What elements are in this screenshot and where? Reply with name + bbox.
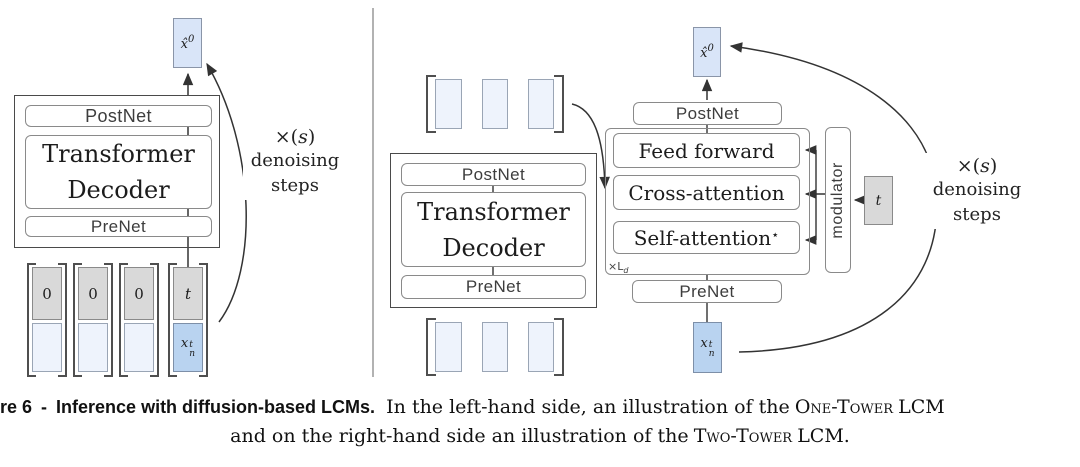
feed-forward-label: Feed forward (638, 138, 775, 163)
encoder-postnet-label: PostNet (461, 164, 526, 184)
bracket-left-icon (426, 318, 436, 376)
right-xhat0-box: x̂0 (693, 27, 721, 77)
token-zero-box: 0 (124, 267, 154, 320)
denoiser-prenet-label: PreNet (679, 281, 735, 301)
cross-attention-label: Cross-attention (628, 180, 785, 205)
encoder-transformer-decoder-label: Transformer Decoder (417, 197, 570, 262)
denoiser-prenet-box: PreNet (632, 280, 782, 303)
bracket-left-icon (73, 263, 82, 377)
denoiser-layers-body (605, 128, 810, 275)
self-attention-label: Self-attention⋆ (633, 225, 780, 250)
encoder-transformer-decoder-box: Transformer Decoder (401, 192, 586, 267)
context-embedding-box (528, 79, 554, 129)
token-zero-label: 0 (42, 284, 52, 303)
prenet-label: PreNet (90, 216, 147, 236)
layers-count-label: ×Ld (608, 260, 629, 275)
context-embedding-box (482, 322, 508, 372)
context-embedding-box (435, 79, 462, 129)
encoder-tower-body (390, 153, 597, 308)
postnet-label: PostNet (85, 105, 152, 126)
noisy-embedding-box (78, 323, 108, 372)
caption-text-tail: LCM (898, 396, 945, 418)
denoiser-postnet-box: PostNet (633, 102, 782, 125)
prenet-box: PreNet (25, 216, 212, 237)
caption-text: In the left-hand side, an illustration o… (386, 396, 790, 418)
feed-forward-box: Feed forward (613, 133, 800, 168)
one-tower-body (14, 95, 220, 248)
token-zero-box: 0 (78, 267, 108, 320)
encoder-prenet-box: PreNet (401, 275, 586, 299)
figure-number-label: re 6 (0, 397, 33, 417)
two-tower-smallcaps: Two-Tower (693, 425, 793, 447)
caption-text-tail: LCM. (797, 425, 850, 447)
xhat0-label: x̂0 (180, 34, 195, 52)
bracket-right-icon (150, 263, 159, 377)
context-embedding-box (528, 322, 554, 372)
encoder-postnet-box: PostNet (401, 163, 586, 186)
denoiser-postnet-label: PostNet (675, 103, 740, 123)
caption-line-2: and on the right-hand side an illustrati… (0, 425, 1080, 447)
modulator-label: modulator (829, 161, 846, 239)
xhat0-box: x̂0 (173, 18, 202, 68)
caption-dash: - (41, 397, 48, 417)
left-denoising-loop-arrow (206, 62, 247, 323)
bracket-right-icon (199, 263, 208, 377)
context-embedding-box (482, 79, 508, 129)
context-to-cross-attention-arrow (571, 103, 610, 190)
noisy-embedding-box (32, 323, 62, 372)
token-t-box: t (173, 267, 203, 320)
token-zero-box: 0 (32, 267, 62, 320)
self-attention-box: Self-attention⋆ (613, 221, 800, 254)
caption-bold-title: Inference with diffusion-based LCMs. (56, 397, 376, 417)
timestep-box: t (864, 176, 893, 225)
postnet-box: PostNet (25, 105, 212, 127)
token-zero-label: 0 (88, 284, 98, 303)
one-tower-smallcaps: One-Tower (794, 396, 893, 418)
token-zero-label: 0 (134, 284, 144, 303)
bracket-right-icon (58, 263, 67, 377)
right-xhat0-label: x̂0 (700, 43, 714, 61)
transformer-decoder-box: Transformer Decoder (25, 135, 212, 209)
encoder-prenet-label: PreNet (465, 277, 522, 296)
modulator-box: modulator (825, 127, 851, 273)
cross-attention-box: Cross-attention (613, 175, 800, 210)
bracket-right-icon (104, 263, 113, 377)
denoising-steps-label: ×(s) denoising steps (243, 124, 347, 200)
right-denoising-steps-label: ×(s) denoising steps (924, 153, 1030, 229)
bracket-left-icon (119, 263, 128, 377)
bracket-right-icon (554, 318, 564, 376)
context-embedding-box (435, 322, 462, 372)
bracket-right-icon (554, 75, 564, 133)
token-t-label: t (184, 284, 192, 303)
caption-line-1: re 6-Inference with diffusion-based LCMs… (0, 396, 1080, 418)
transformer-decoder-label: Transformer Decoder (42, 140, 195, 204)
bracket-left-icon (426, 75, 436, 133)
timestep-label: t (875, 192, 882, 209)
bracket-left-icon (27, 263, 36, 377)
caption-text: and on the right-hand side an illustrati… (230, 425, 689, 447)
bracket-left-icon (168, 263, 177, 377)
noisy-embedding-box (124, 323, 154, 372)
